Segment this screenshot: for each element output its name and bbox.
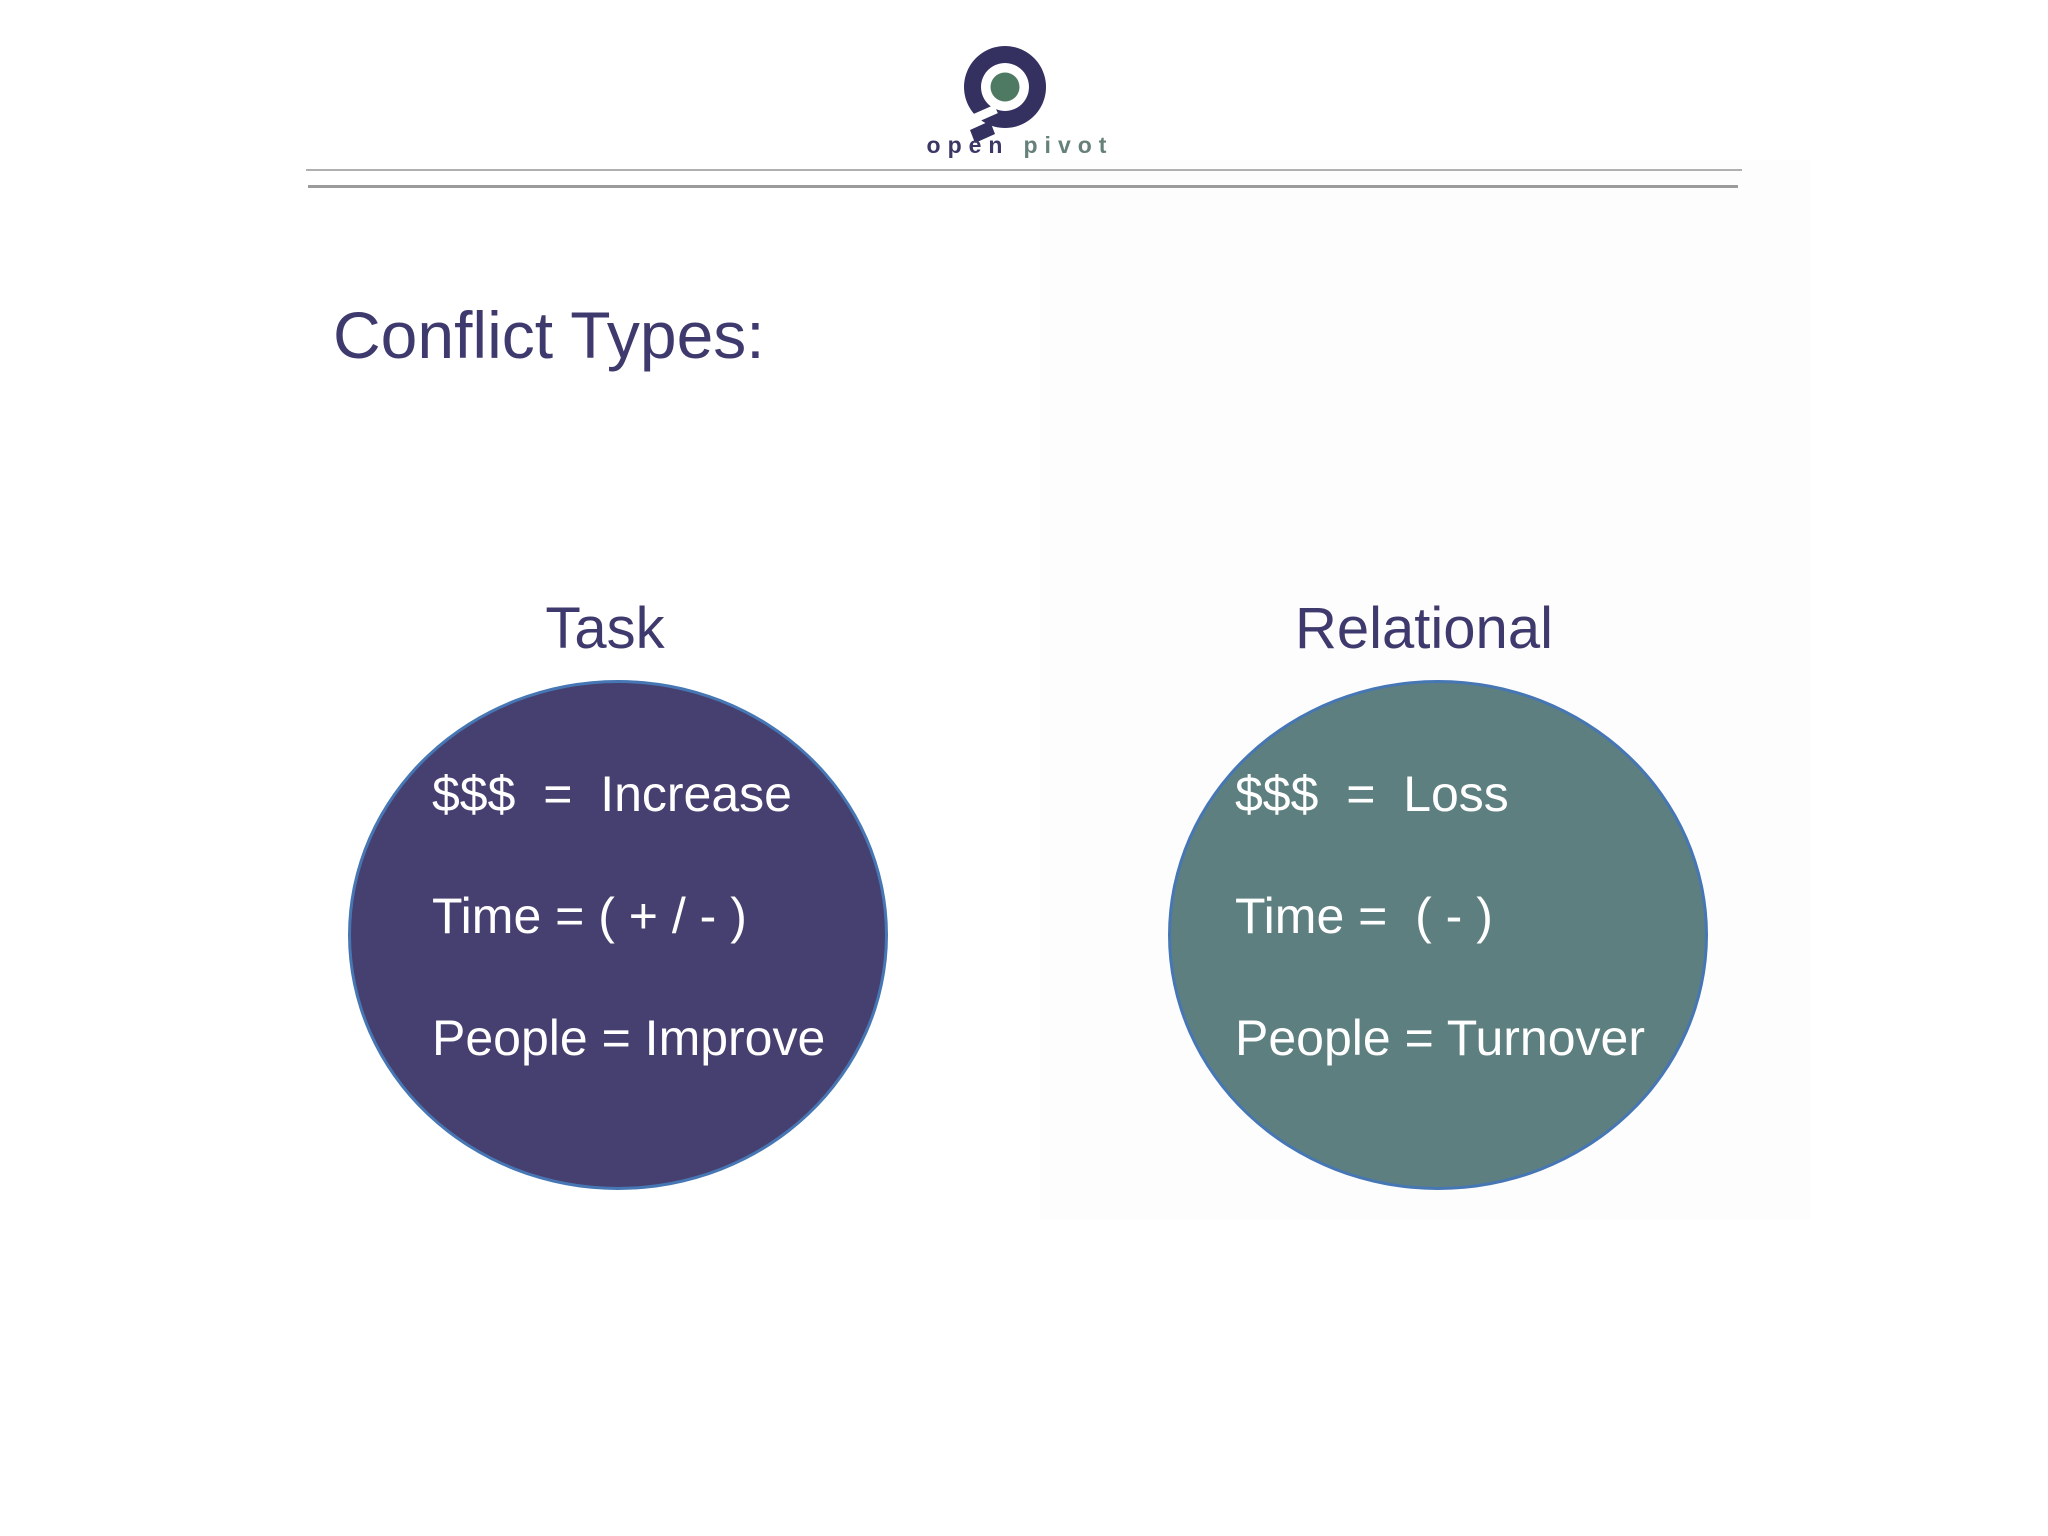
- relational-line-time: Time = ( - ): [1235, 888, 1493, 944]
- logo-word-open: open: [926, 132, 1010, 158]
- task-line-money: $$$ = Increase: [432, 766, 792, 822]
- relational-line-people: People = Turnover: [1235, 1010, 1645, 1066]
- open-pivot-logo-icon: [960, 46, 1047, 143]
- task-ellipse: [348, 680, 888, 1190]
- relational-ellipse: [1168, 680, 1708, 1190]
- logo-wordmark: open pivot: [900, 132, 1140, 159]
- relational-circle-label: Relational: [1295, 596, 1553, 661]
- logo-word-pivot: pivot: [1023, 132, 1114, 158]
- task-line-time: Time = ( + / - ): [432, 888, 747, 944]
- task-circle-label: Task: [545, 596, 665, 661]
- header-divider-bottom: [308, 185, 1738, 188]
- page-title: Conflict Types:: [333, 298, 765, 372]
- header-divider-top: [306, 169, 1742, 171]
- open-pivot-logo: open pivot: [900, 36, 1140, 166]
- task-line-people: People = Improve: [432, 1010, 826, 1066]
- relational-line-money: $$$ = Loss: [1235, 766, 1509, 822]
